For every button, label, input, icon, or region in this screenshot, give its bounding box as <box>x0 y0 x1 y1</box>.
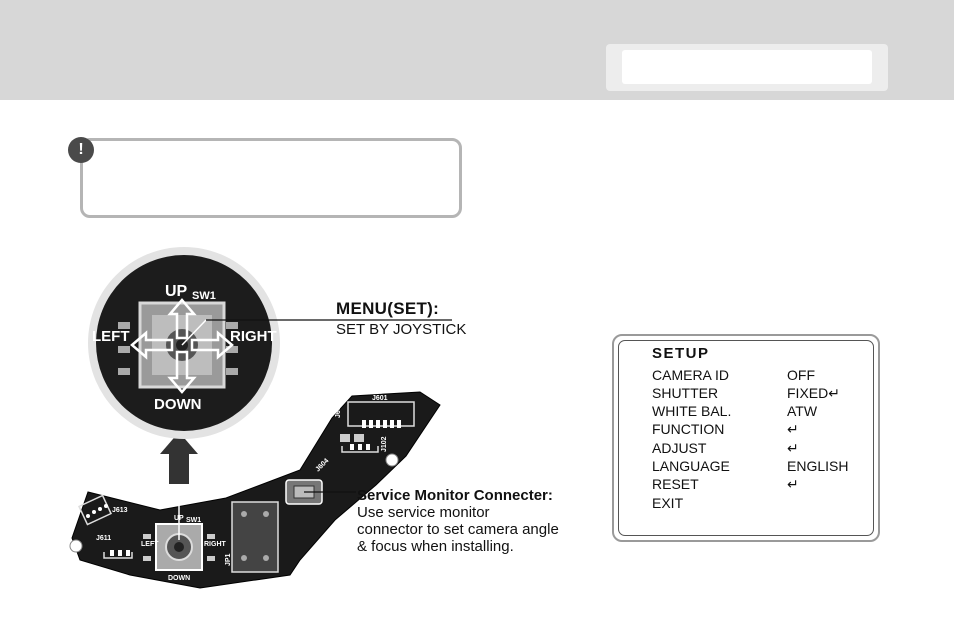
setup-menu-inner-border <box>618 340 874 536</box>
header-tab <box>606 44 888 91</box>
label-left: LEFT <box>92 328 130 345</box>
menu-set-description: SET BY JOYSTICK <box>336 321 467 338</box>
setup-item-shutter-label: SHUTTER <box>652 385 719 401</box>
service-connector-title: Service Monitor Connecter: <box>357 487 553 504</box>
service-connector-line-2: connector to set camera angle <box>357 521 559 538</box>
setup-item-adjust-label: ADJUST <box>652 440 707 456</box>
setup-item-language-label: LANGUAGE <box>652 458 730 474</box>
service-connector-line-1: Use service monitor <box>357 504 490 521</box>
label-board-sw: SW1 <box>186 517 201 524</box>
setup-menu-box <box>612 334 880 542</box>
setup-item-reset-label: RESET <box>652 476 699 492</box>
label-up: UP <box>165 283 188 300</box>
label-j601: J601 <box>372 395 388 402</box>
setup-item-language-value: ENGLISH <box>787 458 849 474</box>
setup-item-function-value: ↵ <box>787 421 799 437</box>
label-right: RIGHT <box>230 328 277 345</box>
setup-item-camera-id-value: OFF <box>787 367 815 383</box>
label-down: DOWN <box>154 396 202 413</box>
setup-item-exit-label: EXIT <box>652 495 684 511</box>
exclamation-icon: ! <box>68 137 94 163</box>
menu-set-title: MENU(SET): <box>336 299 440 318</box>
label-board-left: LEFT <box>141 541 159 548</box>
label-jp1: JP1 <box>225 553 232 566</box>
label-board-right: RIGHT <box>204 541 227 548</box>
label-j603: J603 <box>335 402 342 418</box>
setup-item-reset-value: ↵ <box>787 476 799 492</box>
label-j102: J102 <box>381 436 388 452</box>
setup-item-adjust-value: ↵ <box>787 440 799 456</box>
setup-item-camera-id-label: CAMERA ID <box>652 367 730 383</box>
setup-item-function-label: FUNCTION <box>652 421 725 437</box>
setup-menu-title: SETUP <box>652 345 710 362</box>
note-box <box>80 138 462 218</box>
service-connector-line-3: & focus when installing. <box>357 538 514 555</box>
label-board-down: DOWN <box>168 575 190 582</box>
label-j611: J611 <box>96 535 111 542</box>
setup-item-shutter-value: FIXED↵ <box>787 385 840 401</box>
label-j613: J613 <box>112 507 128 514</box>
label-sw1: SW1 <box>192 290 216 302</box>
setup-item-white-bal-value: ATW <box>787 403 818 419</box>
circuit-board-diagram: J601 J603 J102 J604 J613 J611 JP1 UP SW1… <box>69 247 452 589</box>
setup-item-white-bal-label: WHITE BAL. <box>652 403 732 419</box>
header-tab-field <box>622 50 872 84</box>
